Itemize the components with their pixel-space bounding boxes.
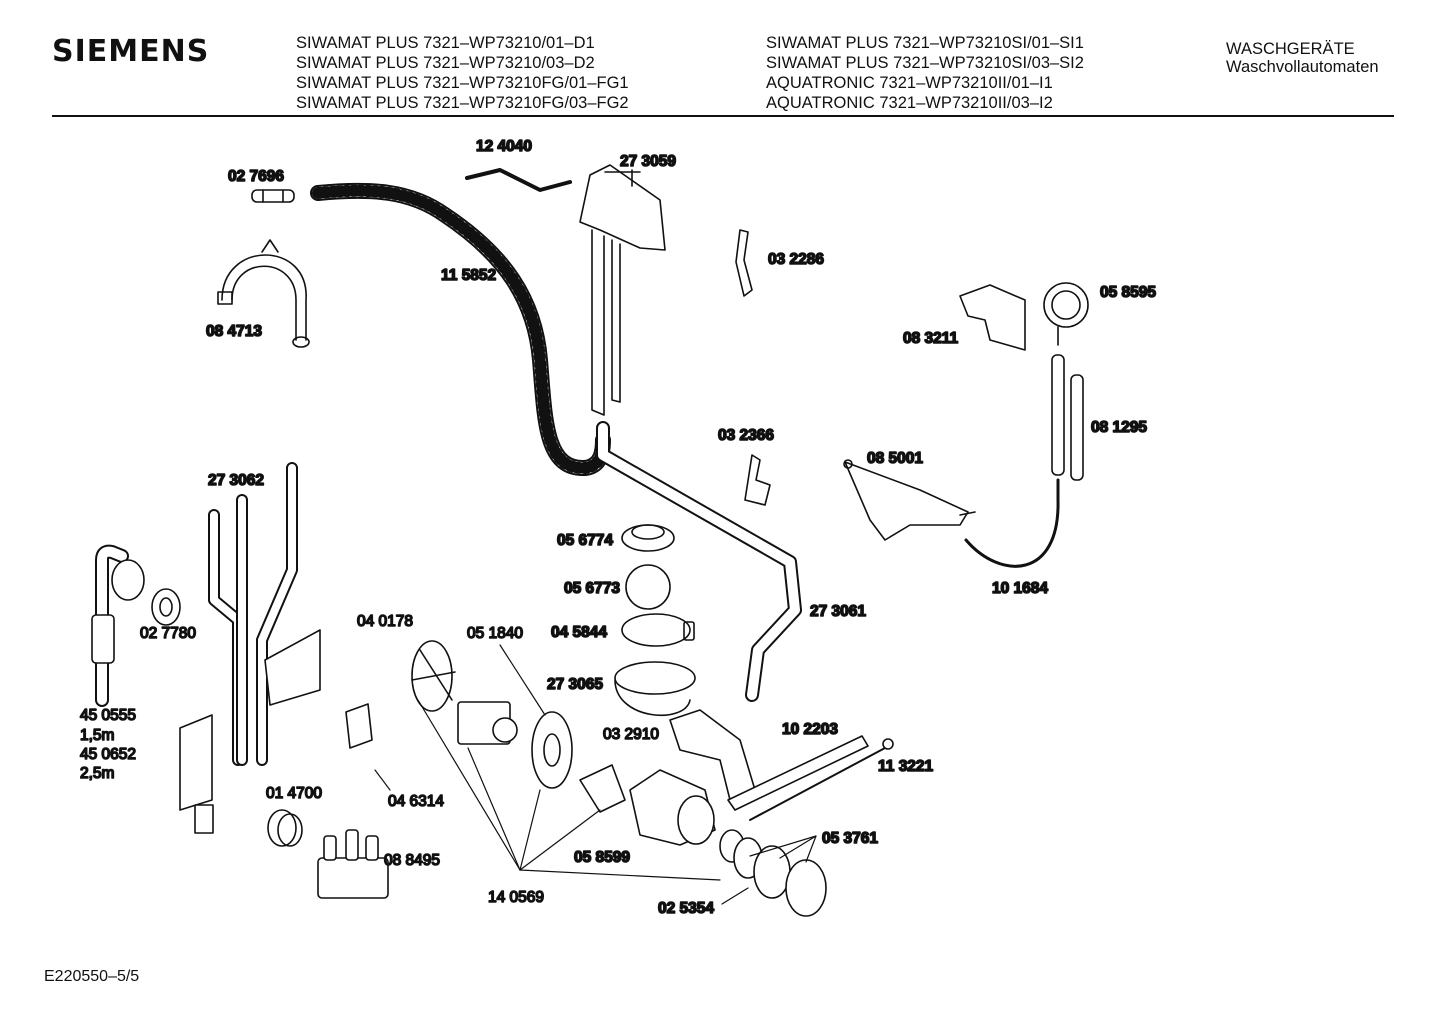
rod-drawing <box>727 735 894 821</box>
part-label-115852: 11 5852 <box>441 267 496 284</box>
part-label-450652: 45 0652 <box>80 746 136 763</box>
hose-ring-drawing <box>151 588 181 626</box>
model-list-right: SIWAMAT PLUS 7321–WP73210SI/01–SI1 SIWAM… <box>766 33 1084 113</box>
part-label-273059: 27 3059 <box>620 153 676 170</box>
pipe-set-drawing <box>208 462 298 766</box>
pump-disc-drawing <box>531 711 573 789</box>
length-label-1: 1,5m <box>80 727 114 744</box>
part-label-102203: 10 2203 <box>782 721 838 738</box>
part-label-088495: 08 8495 <box>384 852 440 869</box>
filter-insert-drawing <box>579 764 626 813</box>
part-label-056774: 05 6774 <box>557 532 613 549</box>
part-label-273061: 27 3061 <box>810 603 866 620</box>
part-label-053761: 05 3761 <box>822 830 878 847</box>
sensor-plate-drawing <box>843 459 976 541</box>
clip-drawing <box>735 229 753 297</box>
leader-lines <box>374 644 817 905</box>
model-list-left: SIWAMAT PLUS 7321–WP73210/01–D1 SIWAMAT … <box>296 33 629 113</box>
heater-cover-drawing <box>264 629 321 706</box>
part-label-045844: 04 5844 <box>551 624 607 641</box>
part-label-058595: 05 8595 <box>1100 284 1156 301</box>
part-label-058599: 05 8599 <box>574 849 630 866</box>
wire-bracket-drawing <box>465 168 572 192</box>
part-label-056773: 05 6773 <box>564 580 620 597</box>
drain-hose-drawing <box>91 544 145 707</box>
part-label-051840: 05 1840 <box>467 625 523 642</box>
part-label-083211: 08 3211 <box>903 330 959 347</box>
document-id: E220550–5/5 <box>44 968 140 985</box>
part-label-084713: 08 4713 <box>206 323 262 340</box>
model-line: SIWAMAT PLUS 7321–WP73210FG/03–FG2 <box>296 94 629 112</box>
float-ball-drawing <box>625 564 671 610</box>
inlet-funnel-drawing <box>579 164 666 416</box>
part-label-081295: 08 1295 <box>1091 419 1147 436</box>
part-label-014700: 01 4700 <box>266 785 322 802</box>
category-title: WASCHGERÄTE <box>1226 40 1355 58</box>
header-divider <box>52 115 1394 117</box>
part-label-085001: 08 5001 <box>867 450 923 467</box>
part-label-140569: 14 0569 <box>488 889 544 906</box>
pump-seal-set-drawing <box>719 829 827 917</box>
part-label-113221: 11 3221 <box>878 758 934 775</box>
part-label-046314: 04 6314 <box>388 793 444 810</box>
terminal-block-drawing <box>194 804 214 834</box>
sump-seal-drawing <box>621 524 675 552</box>
impeller-drawing <box>411 640 456 712</box>
model-line: SIWAMAT PLUS 7321–WP73210FG/01–FG1 <box>296 74 629 92</box>
pressure-switch-drawing <box>1043 282 1089 346</box>
model-line: SIWAMAT PLUS 7321–WP73210/01–D1 <box>296 34 595 52</box>
category-subtitle: Waschvollautomaten <box>1226 58 1379 76</box>
part-label-032910: 03 2910 <box>603 726 659 743</box>
model-line: SIWAMAT PLUS 7321–WP73210SI/03–SI2 <box>766 54 1084 72</box>
part-label-027696: 02 7696 <box>228 168 284 185</box>
part-label-032286: 03 2286 <box>768 251 824 268</box>
part-label-450555: 45 0555 <box>80 707 136 724</box>
model-line: SIWAMAT PLUS 7321–WP73210SI/01–SI1 <box>766 34 1084 52</box>
part-label-273062: 27 3062 <box>208 472 264 489</box>
sump-hose-drawing <box>614 661 756 801</box>
part-label-040178: 04 0178 <box>357 613 413 630</box>
part-label-101684: 10 1684 <box>992 580 1048 597</box>
clamp-ring-drawing <box>621 613 695 647</box>
pump-housing-drawing <box>629 769 716 846</box>
part-label-124040: 12 4040 <box>476 138 532 155</box>
brand-logo: SIEMENS <box>52 34 210 69</box>
corrugated-hose-drawing <box>310 182 611 476</box>
hose-holder-drawing <box>217 239 310 348</box>
category-block: WASCHGERÄTE Waschvollautomaten <box>1226 40 1379 76</box>
length-label-2: 2,5m <box>80 765 114 782</box>
coil-drawing <box>267 809 303 847</box>
switch-bracket-drawing <box>959 284 1026 351</box>
plug-part-drawing <box>251 189 295 203</box>
part-label-025354: 02 5354 <box>658 900 714 917</box>
part-label-273065: 27 3065 <box>547 676 603 693</box>
overflow-pipe-drawing <box>596 421 802 702</box>
part-label-032366: 03 2366 <box>718 427 774 444</box>
model-line: SIWAMAT PLUS 7321–WP73210/03–D2 <box>296 54 595 72</box>
pressure-hose-drawing <box>964 478 1060 568</box>
cap-drawing <box>345 703 373 749</box>
tube-drawing <box>1051 354 1084 481</box>
pump-motor-drawing <box>457 701 518 745</box>
solenoid-valve-drawing <box>317 829 389 899</box>
small-bracket-drawing <box>744 454 771 506</box>
mounting-plate-drawing <box>179 714 213 811</box>
model-line: AQUATRONIC 7321–WP73210II/03–I2 <box>766 94 1053 112</box>
model-line: AQUATRONIC 7321–WP73210II/01–I1 <box>766 74 1053 92</box>
part-label-027780: 02 7780 <box>140 625 196 642</box>
